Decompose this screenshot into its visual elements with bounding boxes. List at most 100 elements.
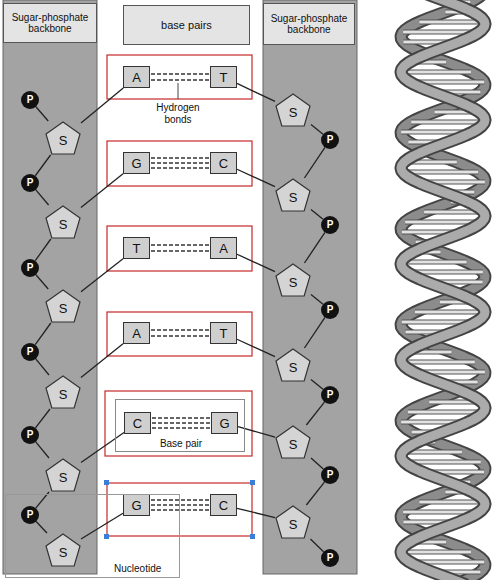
bond-line — [36, 359, 49, 375]
node-text: A — [219, 242, 228, 255]
bond-line — [237, 254, 275, 271]
phosphate-circle: P — [21, 174, 39, 192]
bond-line — [311, 125, 323, 135]
node-text: P — [327, 135, 334, 145]
node-text: G — [131, 499, 141, 512]
node-text: T — [133, 242, 141, 255]
node-text: P — [27, 95, 34, 105]
node-text: S — [289, 361, 298, 374]
bond-line — [311, 458, 323, 469]
node-text: P — [27, 430, 34, 440]
node-text: P — [27, 510, 34, 520]
node-text: S — [289, 276, 298, 289]
phosphate-circle: P — [321, 301, 339, 319]
node-text: Sugar-phosphate backbone — [4, 12, 96, 35]
node-text: C — [219, 157, 228, 170]
box-label: Nucleotide — [114, 563, 161, 574]
bond-line — [306, 482, 324, 505]
bond-line — [237, 508, 275, 517]
node-text: P — [27, 178, 34, 188]
bond-line — [238, 427, 275, 437]
bond-line — [81, 174, 123, 208]
node-text: S — [289, 438, 298, 451]
phosphate-circle: P — [21, 259, 39, 277]
base-box: C — [210, 152, 237, 174]
phosphate-circle: P — [21, 343, 39, 361]
base-box: T — [210, 322, 237, 344]
bond-line — [35, 155, 50, 176]
bond-line — [36, 275, 48, 289]
node-text: S — [59, 471, 68, 484]
node-text: A — [132, 327, 141, 340]
node-text: P — [327, 220, 334, 230]
node-text: P — [327, 553, 334, 563]
node-text: C — [219, 499, 228, 512]
node-text: base pairs — [159, 19, 214, 32]
sugar-pentagon: S — [45, 121, 81, 155]
node-text: P — [327, 390, 334, 400]
node-text: S — [289, 191, 298, 204]
bond-line — [311, 380, 323, 390]
base-box: C — [210, 494, 237, 516]
bond-line — [81, 513, 123, 539]
node-text: S — [59, 546, 68, 559]
hydrogen-bond — [151, 500, 209, 510]
bond-line — [304, 317, 325, 348]
hydrogen-bond — [151, 330, 209, 336]
base-box: G — [123, 494, 150, 516]
bond-line — [81, 432, 124, 462]
node-text: S — [289, 106, 298, 119]
phosphate-circle: P — [321, 549, 339, 567]
sugar-pentagon: S — [45, 289, 81, 323]
phosphate-circle: P — [21, 91, 39, 109]
header-box: Sugar-phosphate backbone — [3, 3, 97, 43]
sugar-pentagon: S — [45, 533, 81, 567]
base-box: G — [211, 412, 238, 434]
backbone-band — [263, 0, 357, 574]
base-box: A — [123, 322, 150, 344]
node-text: G — [219, 417, 229, 430]
base-pair-box: Base pair C G — [115, 399, 245, 452]
node-text: P — [327, 470, 334, 480]
phosphate-circle: P — [321, 386, 339, 404]
bond-line — [35, 409, 49, 428]
bond-line — [36, 107, 48, 121]
sugar-pentagon: S — [275, 263, 311, 297]
phosphate-circle: P — [21, 506, 39, 524]
node-text: S — [59, 134, 68, 147]
bond-line — [81, 344, 123, 378]
sugar-pentagon: S — [275, 505, 311, 539]
node-text: T — [220, 71, 228, 84]
base-box: C — [124, 412, 151, 434]
bond-line — [36, 190, 49, 205]
bond-line — [304, 147, 325, 178]
leader-line — [178, 83, 179, 99]
bond-line — [81, 259, 123, 292]
box-label: Base pair — [160, 438, 202, 449]
bond-line — [36, 442, 49, 458]
base-box: A — [123, 66, 150, 88]
hydrogen-bond — [152, 418, 210, 428]
double-helix — [401, 0, 485, 580]
callout-label: Hydrogen bonds — [148, 102, 208, 125]
backbone-band — [3, 0, 97, 574]
node-text: S — [59, 218, 68, 231]
header-box: Sugar-phosphate backbone — [263, 3, 355, 45]
bond-line — [311, 210, 323, 220]
bond-line — [306, 402, 324, 425]
sugar-pentagon: S — [275, 93, 311, 127]
nucleotide-box: Nucleotide — [5, 494, 180, 578]
base-pair-frame — [105, 55, 252, 536]
hydrogen-bond — [151, 245, 209, 251]
bond-line — [237, 83, 275, 101]
node-text: G — [131, 157, 141, 170]
node-text: P — [27, 263, 34, 273]
phosphate-circle: P — [321, 216, 339, 234]
sugar-pentagon: S — [275, 178, 311, 212]
base-box: A — [210, 237, 237, 259]
node-text: A — [132, 71, 141, 84]
